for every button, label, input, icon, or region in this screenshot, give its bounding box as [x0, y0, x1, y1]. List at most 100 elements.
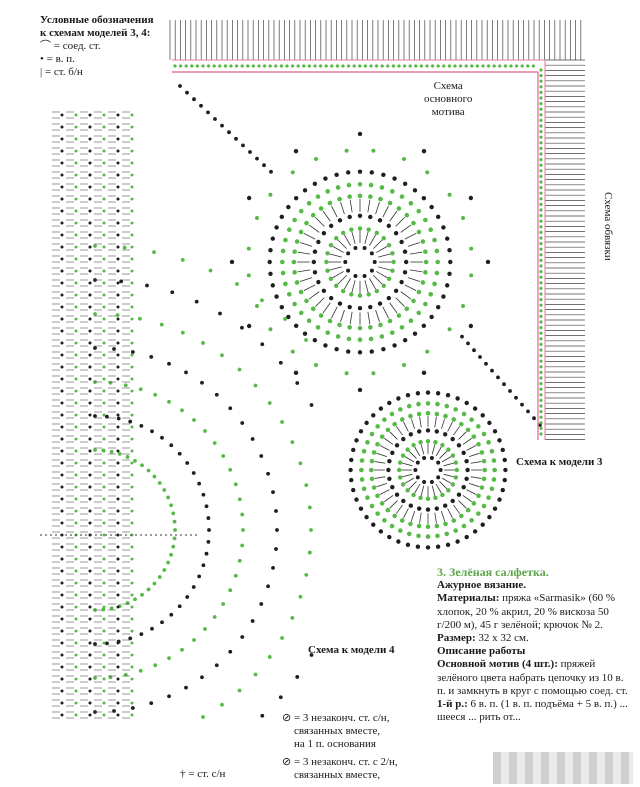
column-dot: [116, 461, 120, 465]
motif3-chain-dot: [379, 334, 385, 339]
motif3-chain-dot: [298, 289, 304, 295]
column-dot: [130, 125, 134, 129]
motif3-chain-dot: [302, 188, 308, 193]
fan-row-dot: [235, 282, 239, 286]
legend-item-chain: • = в. п.: [40, 53, 75, 65]
fan-row-dot: [274, 547, 278, 551]
column-dot: [88, 269, 92, 273]
border-green-dot: [539, 163, 543, 167]
motif3-chain-dot: [334, 347, 339, 352]
motif3-chain-dot: [420, 280, 426, 285]
fan-row-dot: [220, 702, 224, 707]
column-dot: [130, 473, 134, 477]
column-dot: [60, 377, 64, 381]
column-dot: [60, 389, 64, 393]
fan-row-dot: [105, 414, 109, 419]
column-dot: [88, 653, 92, 657]
motif3-chain-dot: [328, 243, 334, 248]
border-green-dot: [487, 64, 491, 68]
motif3-chain-dot: [434, 248, 440, 254]
column-dot: [60, 257, 64, 261]
motif3-chain-dot: [421, 195, 427, 201]
diagonal-chain-dot: [178, 84, 182, 88]
column-dot: [88, 137, 92, 141]
motif3-stitch: [375, 309, 380, 323]
motif4-chain-dot: [433, 439, 438, 445]
motif3-chain-dot: [312, 338, 318, 343]
column-dot: [116, 473, 120, 477]
motif4-chain-dot: [418, 439, 423, 445]
motif4-chain-dot: [502, 457, 507, 463]
column-dot: [102, 401, 106, 405]
column-dot: [60, 245, 64, 249]
motif3-chain-dot: [335, 185, 341, 190]
motif4-chain-dot: [435, 544, 441, 549]
border-green-dot: [539, 387, 543, 391]
motif3-chain-dot: [392, 176, 397, 181]
motif4-chain-dot: [471, 501, 477, 506]
border-green-dot: [539, 264, 543, 268]
motif3-chain-dot: [337, 218, 343, 223]
motif4-chain-dot: [358, 506, 364, 511]
fan-row-dot: [160, 620, 164, 625]
motif3-chain-dot: [408, 318, 414, 324]
column-dot: [74, 521, 78, 525]
column-dot: [102, 653, 106, 657]
fan-row-dot: [267, 655, 272, 659]
fan-row-dot: [237, 558, 242, 563]
fan-row-dot: [170, 290, 175, 295]
motif3-chain-dot: [374, 230, 379, 236]
motif3-chain-dot: [357, 306, 363, 311]
motif3-stitch: [367, 199, 371, 213]
column-dot: [102, 473, 106, 477]
motif4-chain-dot: [369, 431, 375, 437]
column-dot: [130, 185, 134, 189]
motif3-chain-dot: [369, 251, 374, 256]
motif4-chain-dot: [371, 413, 376, 418]
column-dot: [102, 605, 106, 609]
border-green-dot: [291, 64, 295, 68]
motif4-chain-dot: [476, 424, 481, 429]
motif3-chain-dot: [381, 236, 386, 241]
column-dot: [102, 545, 106, 549]
motif3-chain-dot: [416, 289, 422, 295]
border-green-dot: [539, 298, 543, 302]
fan-row-dot: [228, 588, 233, 593]
motif4-chain-dot: [375, 441, 380, 447]
border-green-dot: [539, 197, 543, 201]
column-dot: [74, 713, 78, 717]
column-dot: [102, 533, 106, 537]
border-green-dot: [539, 242, 543, 246]
motif3-stitch: [369, 234, 377, 246]
motif4-chain-dot: [445, 542, 451, 547]
motif4-chain-dot: [503, 467, 508, 473]
border-green-dot: [470, 64, 474, 68]
motif3-chain-dot: [292, 249, 297, 254]
fan-row-dot: [250, 619, 255, 623]
motif3-stitch: [303, 233, 316, 240]
fan-row-dot: [112, 347, 116, 351]
column-dot: [130, 461, 134, 465]
motif3-stitch: [351, 280, 356, 293]
dot-icon: •: [40, 53, 44, 65]
motif3-chain-dot: [337, 196, 342, 202]
motif3-chain-dot: [408, 200, 414, 206]
motif4-chain-dot: [385, 427, 391, 433]
fan-row-dot: [228, 406, 233, 411]
border-green-dot: [330, 64, 334, 68]
motif3-chain-dot: [323, 343, 328, 348]
motif4-chain-dot: [359, 477, 365, 482]
motif3-chain-dot: [306, 200, 312, 206]
border-green-dot: [539, 270, 543, 274]
fan-row-dot: [133, 597, 137, 602]
motif3-stitch: [378, 266, 391, 271]
column-dot: [60, 197, 64, 201]
motif3-chain-dot: [445, 236, 450, 241]
motif4-chain-dot: [387, 476, 392, 482]
column-dot: [60, 701, 64, 705]
motif4-stitch: [458, 500, 467, 509]
fan-row-dot: [177, 604, 182, 609]
border-green-dot: [539, 258, 543, 262]
fan-row-dot: [128, 419, 133, 424]
fan-row-dot: [166, 495, 170, 500]
